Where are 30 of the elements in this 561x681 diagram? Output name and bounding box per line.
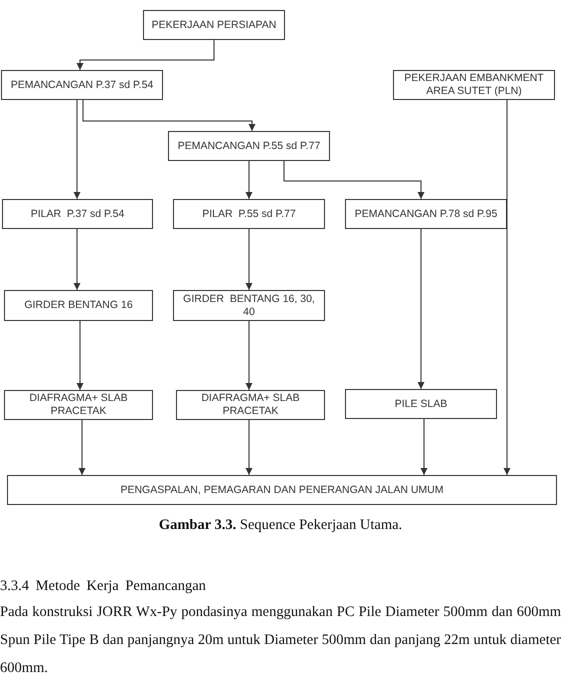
arrow <box>76 40 214 70</box>
arrow <box>420 418 428 476</box>
process-box: DIAFRAGMA+ SLAB PRACETAK <box>4 390 153 420</box>
arrow <box>246 228 252 290</box>
process-box: PEMANCANGAN P.78 sd P.95 <box>345 199 507 229</box>
arrow <box>76 320 84 390</box>
process-box: PEKERJAAN PERSIAPAN <box>143 10 285 40</box>
figure-caption: Gambar 3.3. Sequence Pekerjaan Utama. <box>158 517 404 534</box>
process-box: PEKERJAAN EMBANKMENT AREA SUTET (PLN) <box>393 70 555 100</box>
process-box: PILAR P.37 sd P.54 <box>2 199 153 229</box>
process-box: PEMANCANGAN P.37 sd P.54 <box>1 70 163 100</box>
arrow <box>246 160 252 200</box>
arrow <box>74 228 80 290</box>
arrow <box>418 228 424 390</box>
arrow <box>78 420 86 476</box>
process-box: DIAFRAGMA+ SLAB PRACETAK <box>176 390 325 420</box>
arrow <box>246 420 252 476</box>
arrow <box>74 100 80 200</box>
arrow <box>246 320 252 390</box>
process-box: GIRDER BENTANG 16 <box>4 290 153 321</box>
arrow <box>284 160 424 200</box>
arrow <box>504 100 510 476</box>
process-box: PEMANCANGAN P.55 sd P.77 <box>168 131 330 161</box>
arrow <box>82 100 256 132</box>
body-paragraph: Pada konstruksi JORR Wx-Py pondasinya menggunakan PC Pile Diameter 500mm dan 600mm Spun Pile Tipe B dan panjangnya 20m untuk Diameter 500mm dan panjang 22m untuk diameter 600mm. <box>0 603 561 678</box>
process-box: PILAR P.55 sd P.77 <box>173 199 325 229</box>
process-box: GIRDER BENTANG 16, 30, 40 <box>173 290 325 321</box>
process-box: PENGASPALAN, PEMAGARAN DAN PENERANGAN JALAN UMUM <box>7 475 557 505</box>
process-box: PILE SLAB <box>345 389 497 419</box>
section-heading: 3.3.4 Metode Kerja Pemancangan <box>0 578 206 595</box>
